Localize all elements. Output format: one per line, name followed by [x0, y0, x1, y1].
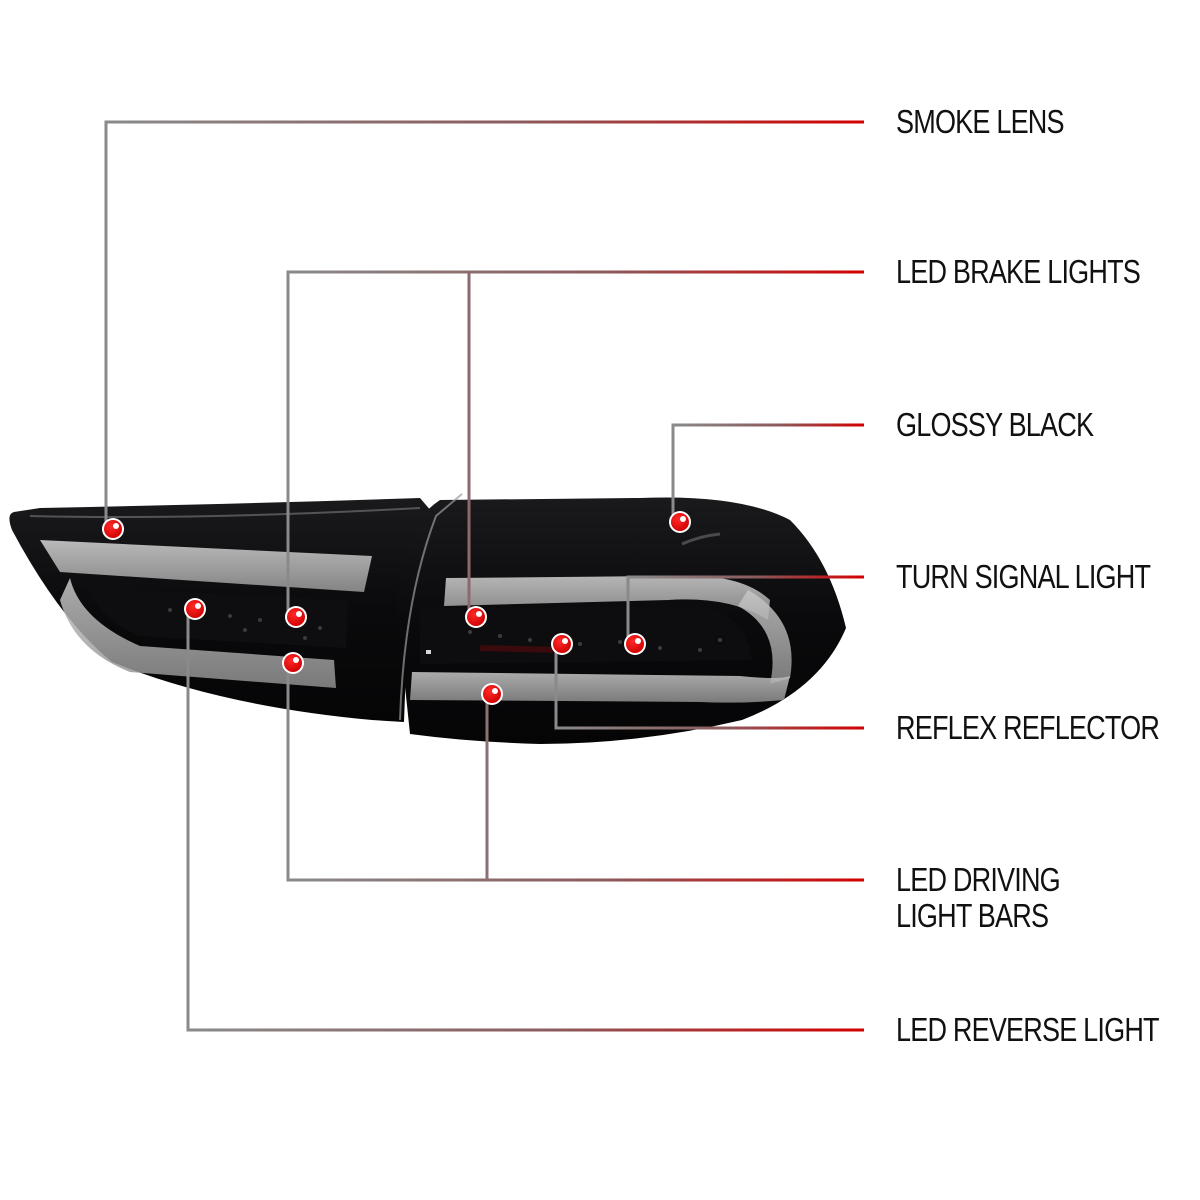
- marker-led-brake-lights-inner[interactable]: [465, 606, 487, 628]
- leader-lines: [104, 120, 864, 1032]
- leader-reflex-reflector: [554, 644, 864, 730]
- label-led-driving-light-bars-line1: LED DRIVING: [896, 861, 1061, 898]
- label-led-brake-lights: LED BRAKE LIGHTS: [896, 253, 1141, 290]
- callout-markers: [102, 511, 691, 705]
- leader-led-brake-lights: [286, 270, 864, 616]
- leader-smoke-lens: [104, 120, 864, 528]
- marker-smoke-lens[interactable]: [102, 518, 124, 540]
- label-glossy-black: GLOSSY BLACK: [896, 406, 1094, 443]
- marker-glossy-black[interactable]: [669, 511, 691, 533]
- inner-tail-lamp: [396, 493, 846, 744]
- label-smoke-lens: SMOKE LENS: [896, 103, 1065, 140]
- leader-led-reverse-light: [186, 610, 864, 1032]
- label-led-driving-light-bars-line2: LIGHT BARS: [896, 897, 1049, 934]
- label-reflex-reflector: REFLEX REFLECTOR: [896, 709, 1160, 746]
- marker-led-reverse-light[interactable]: [184, 598, 206, 620]
- marker-led-driving-light-bars-inner[interactable]: [481, 683, 503, 705]
- marker-led-driving-light-bars-outer[interactable]: [282, 652, 304, 674]
- label-turn-signal-light: TURN SIGNAL LIGHT: [896, 558, 1151, 595]
- leader-led-driving-light-bars: [286, 664, 864, 882]
- marker-turn-signal-light[interactable]: [624, 633, 646, 655]
- outer-tail-lamp: [9, 498, 433, 722]
- leader-turn-signal-light: [626, 575, 864, 644]
- label-led-reverse-light: LED REVERSE LIGHT: [896, 1011, 1160, 1048]
- marker-led-brake-lights-outer[interactable]: [285, 606, 307, 628]
- marker-reflex-reflector[interactable]: [551, 633, 573, 655]
- leader-glossy-black: [671, 423, 864, 520]
